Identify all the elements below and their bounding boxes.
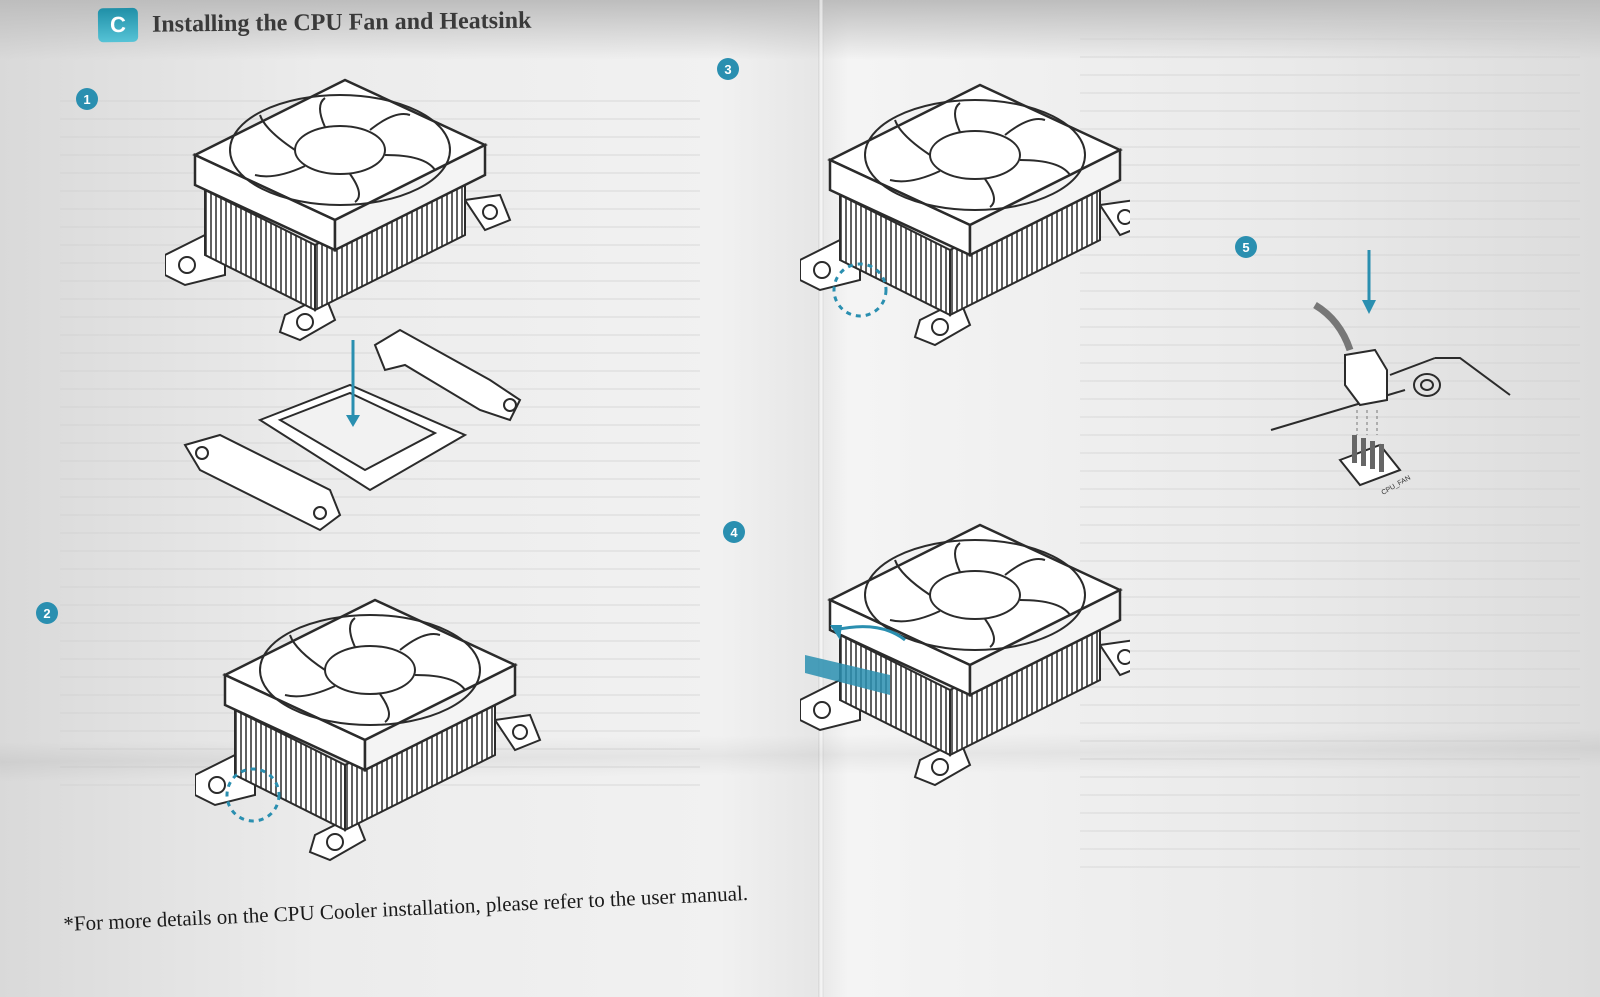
fan-header-illustration: CPU_FAN	[1270, 250, 1511, 497]
cooler-illustration-step-1	[165, 78, 512, 342]
step-badge-1: 1	[76, 88, 98, 110]
section-title: Installing the CPU Fan and Heatsink	[151, 7, 532, 38]
footer-note: *For more details on the CPU Cooler inst…	[62, 880, 749, 937]
cooler-illustration-step-4	[800, 523, 1130, 787]
page-fold	[818, 0, 824, 997]
section-badge: C	[97, 7, 139, 43]
step-badge-2: 2	[36, 602, 58, 624]
step-badge-3: 3	[717, 58, 739, 80]
step-badge-5: 5	[1235, 236, 1257, 258]
section-header: C Installing the CPU Fan and Heatsink	[97, 4, 532, 43]
show-through-text	[1080, 20, 1580, 880]
cpu-socket-illustration	[183, 328, 522, 532]
step-badge-4: 4	[723, 521, 745, 543]
rotate-arrow-icon	[834, 625, 906, 642]
page-shadow	[0, 0, 1600, 60]
clip-highlight-circle	[225, 767, 281, 823]
lever-highlight	[805, 655, 890, 695]
cooler-illustration-step-3	[800, 83, 1130, 347]
cooler-illustration-step-2	[195, 598, 542, 862]
clip-highlight-circle	[832, 262, 888, 318]
cpu-fan-header-label: CPU_FAN	[1381, 475, 1412, 497]
